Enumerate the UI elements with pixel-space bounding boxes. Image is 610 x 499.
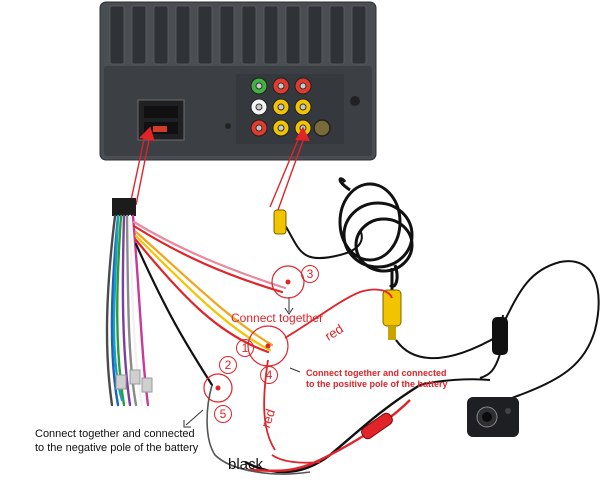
label-positive-line2: to the positive pole of the battery [306,379,448,389]
label-positive-line1: Connect together and connected [306,368,447,378]
marker-2: 2 [219,356,237,374]
marker-1: 1 [236,339,254,357]
camera-power-lead [244,383,421,474]
label-black: black [228,456,264,473]
backup-camera [467,397,519,437]
marker-3: 3 [301,265,319,283]
label-negative-line2: to the negative pole of the battery [35,442,199,454]
rca-jack-pin [299,82,307,90]
rca-jack-pin [299,103,307,111]
splice-points [215,279,291,391]
rca-jack-pin [277,82,285,90]
coiled-extension-cable [338,177,414,288]
iso-connector-socket [137,99,185,141]
screw-hole [350,96,360,106]
antenna-jack [313,119,331,137]
head-unit [99,1,377,161]
label-connect-together: Connect together [231,311,324,325]
marker-5: 5 [214,405,232,423]
ground-wire [206,384,311,475]
label-negative-line1: Connect together and connected [35,428,195,440]
wire-harness [105,198,287,407]
connection-arrows [129,126,310,211]
screw-hole [225,123,231,129]
rca-jack-pin [255,124,263,132]
rca-plug-camera [382,268,501,360]
rca-cable-radio [273,209,363,260]
marker-4: 4 [260,366,278,384]
camera-cable [419,260,600,411]
rca-jack-pin [255,103,263,111]
callout-arrows [183,297,301,428]
heatsink-fins [109,5,367,65]
rca-jack-pin [255,82,263,90]
rca-jack-pin [277,103,285,111]
rca-jack-pin [277,124,285,132]
rca-jacks [250,77,312,137]
